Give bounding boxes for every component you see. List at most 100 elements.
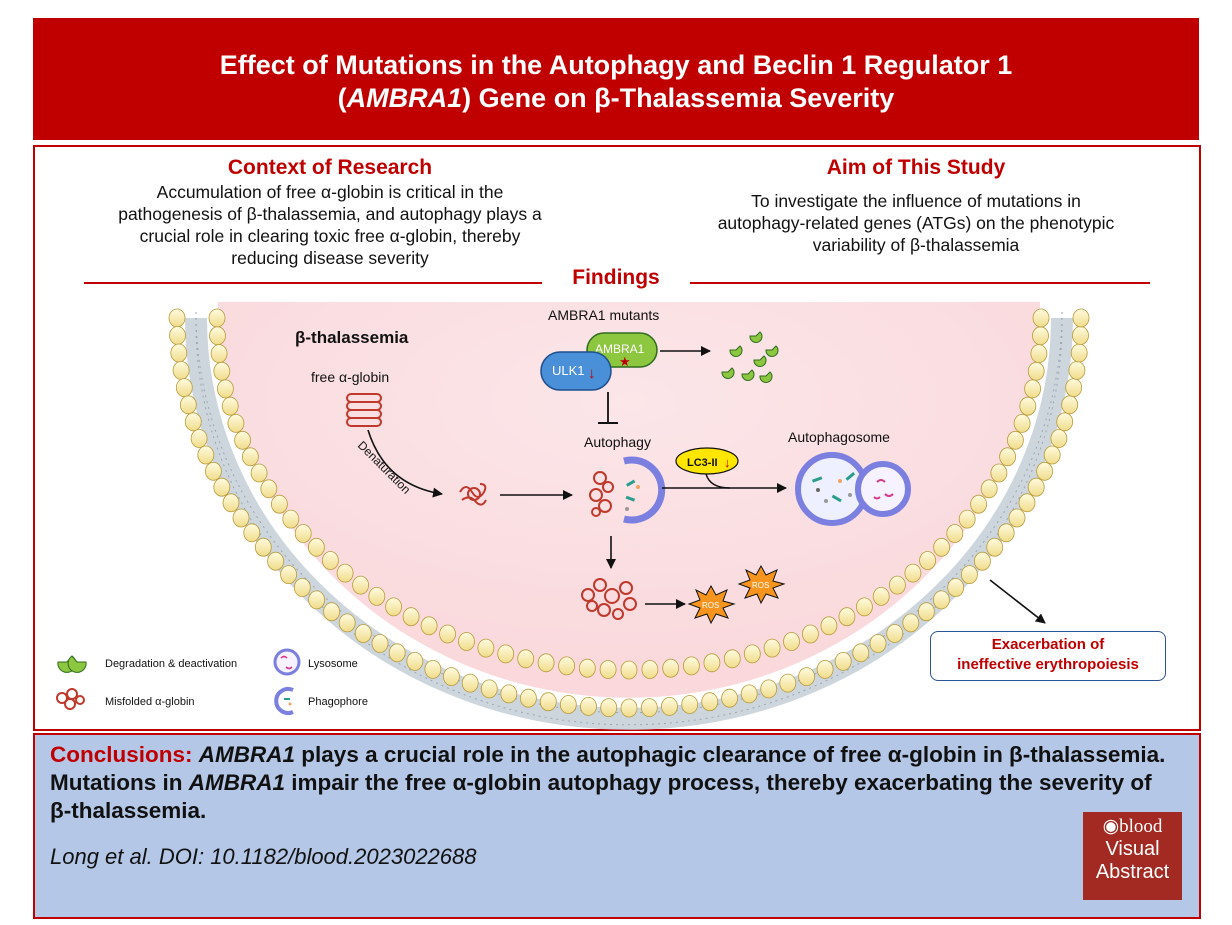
- lipid-head: [723, 649, 741, 669]
- lipid-head: [1030, 344, 1048, 364]
- lipid-head: [308, 590, 326, 610]
- logo-brand-row: ◉blood: [1083, 815, 1182, 838]
- lipid-head: [204, 461, 222, 481]
- lipid-head: [179, 395, 197, 415]
- lipid-head: [280, 565, 298, 584]
- aim-line: To investigate the influence of mutation…: [751, 191, 1081, 211]
- ros-label: ROS: [752, 581, 769, 590]
- membrane-inner-heads: [208, 308, 1050, 680]
- lipid-head: [477, 638, 495, 658]
- misfolded-globin-accumulation-icon: [581, 578, 637, 620]
- lipid-head: [254, 537, 272, 557]
- ros-icon: ROS: [687, 584, 736, 625]
- lipid-head: [783, 632, 800, 651]
- lipid-head: [227, 413, 245, 433]
- lipid-head: [852, 643, 870, 663]
- lipid-head: [294, 524, 312, 543]
- lipid-head: [169, 326, 186, 345]
- lipid-head: [388, 643, 406, 663]
- lipid-head: [1072, 308, 1090, 328]
- lipid-head: [872, 587, 890, 606]
- lipid-head: [990, 463, 1008, 483]
- lipid-head: [197, 445, 215, 465]
- lipid-head: [933, 590, 950, 610]
- logo-brand: blood: [1119, 816, 1163, 837]
- title-line-2-rest: ) Gene on β-Thalassemia Severity: [462, 83, 895, 113]
- lipid-head: [282, 509, 300, 529]
- lipid-head: [961, 565, 978, 584]
- lipid-head: [681, 695, 699, 714]
- exacerbation-line-2: ineffective erythropoiesis: [957, 656, 1139, 673]
- lipid-head: [1018, 493, 1036, 513]
- lipid-head: [321, 551, 339, 570]
- misfolded-globin-icon: [459, 483, 487, 506]
- lipid-head: [578, 658, 596, 678]
- logo-line-2: Visual: [1105, 838, 1160, 860]
- lipid-head: [1008, 508, 1026, 528]
- lipid-head: [620, 698, 638, 718]
- lipid-head: [838, 607, 856, 627]
- lipid-head: [208, 308, 226, 328]
- legend-degradation-icon: [57, 655, 87, 673]
- lipid-head: [1032, 326, 1049, 346]
- lipid-head: [461, 673, 479, 693]
- lipid-head: [802, 624, 819, 644]
- lipid-head: [420, 616, 438, 636]
- ulk1-label: ULK1: [552, 363, 585, 378]
- title-line-1: Effect of Mutations in the Autophagy and…: [219, 50, 1013, 80]
- legend-lysosome-icon: [273, 648, 301, 676]
- findings-divider-left: [84, 282, 542, 284]
- lipid-head: [210, 344, 228, 364]
- lipid-head: [222, 493, 240, 513]
- lipid-head: [371, 634, 389, 653]
- membrane-outer-heads: [168, 308, 1090, 718]
- lipid-head: [234, 430, 252, 450]
- logo-line-3: Abstract: [1095, 861, 1170, 883]
- lipid-head: [1068, 360, 1086, 380]
- ros-icon: ROS: [737, 564, 786, 605]
- lipid-head: [889, 575, 906, 595]
- lipid-head: [974, 551, 991, 571]
- aim-line: variability of β-thalassemia: [812, 235, 1020, 255]
- lipid-head: [683, 656, 700, 676]
- context-line: pathogenesis of β-thalassemia, and autop…: [118, 204, 542, 224]
- lipid-head: [856, 597, 873, 617]
- blood-drop-icon: ◉: [1102, 816, 1120, 837]
- lipid-head: [902, 613, 920, 633]
- lipid-head: [834, 652, 852, 671]
- lipid-head: [307, 537, 325, 557]
- lipid-head: [216, 379, 234, 399]
- lipid-head: [172, 360, 190, 380]
- lipid-head: [946, 524, 964, 543]
- lipid-head: [999, 447, 1016, 467]
- lipid-head: [442, 667, 460, 686]
- lipid-head: [1043, 445, 1061, 465]
- lipid-head: [424, 660, 442, 679]
- blood-visual-abstract-logo: ◉blood Visual Abstract: [1083, 812, 1182, 900]
- misfolded-globin-icon: [589, 471, 614, 517]
- lipid-head: [406, 652, 424, 671]
- lipid-head: [743, 644, 761, 664]
- lipid-head: [798, 667, 815, 686]
- lipid-head: [1027, 477, 1045, 497]
- lipid-head: [175, 378, 193, 398]
- autophagosome-label: Autophagosome: [788, 429, 890, 445]
- lipid-head: [620, 660, 638, 680]
- lipid-head: [517, 649, 535, 669]
- arrow-to-exacerbation: [989, 579, 1046, 624]
- lipid-head: [703, 653, 721, 673]
- lipid-head: [970, 494, 987, 514]
- lipid-head: [352, 575, 370, 595]
- context-line: reducing disease severity: [231, 248, 429, 268]
- lipid-head: [209, 326, 226, 346]
- lipid-head: [539, 692, 557, 712]
- legend-degradation-label: Degradation & deactivation: [105, 658, 237, 670]
- free-globin-icon: [346, 393, 382, 427]
- legend-lysosome-label: Lysosome: [308, 658, 358, 670]
- lipid-head: [816, 660, 834, 679]
- lipid-head: [385, 597, 403, 617]
- ambra1-mutants-label: AMBRA1 mutants: [548, 307, 659, 323]
- lipid-head: [1056, 412, 1074, 432]
- lipid-head: [213, 477, 231, 497]
- lipid-head: [558, 656, 575, 676]
